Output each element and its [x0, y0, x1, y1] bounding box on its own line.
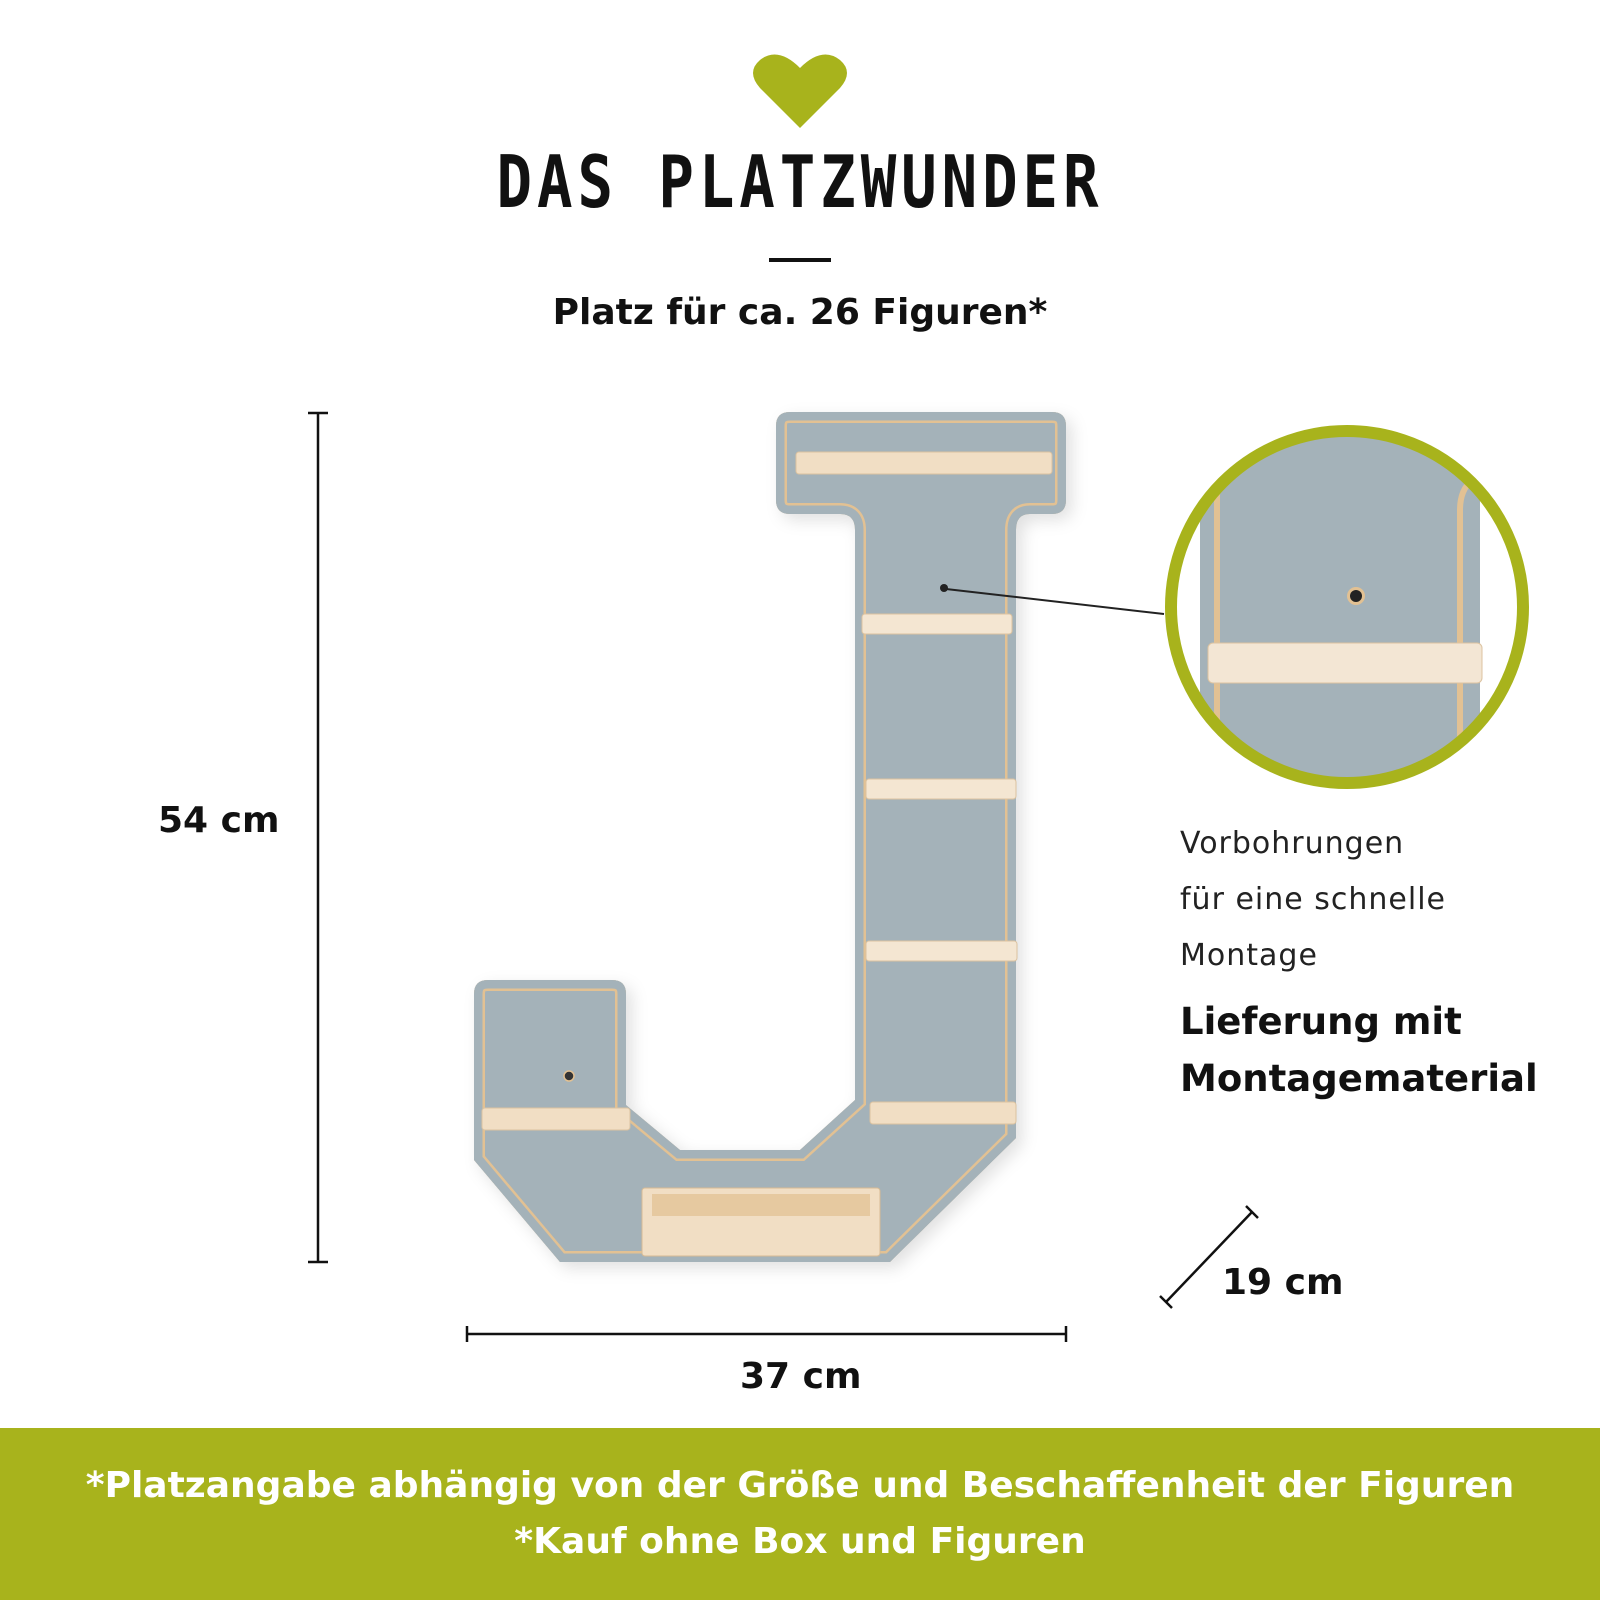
- shelf-board: [861, 613, 1013, 635]
- heart-icon: [753, 54, 847, 128]
- drill-hole: [940, 584, 948, 592]
- drill-hole: [563, 1070, 575, 1082]
- footer-disclaimer: *Platzangabe abhängig von der Größe und …: [85, 1465, 1515, 1506]
- callout-text-line: für eine schnelle: [1180, 882, 1446, 917]
- width-dimension-line: [465, 1326, 1068, 1342]
- shelf-board: [865, 940, 1018, 962]
- capacity-subtitle: Platz für ca. 26 Figuren*: [552, 292, 1048, 333]
- callout-text-line: Vorbohrungen: [1180, 826, 1405, 861]
- callout-line: [945, 588, 1165, 615]
- depth-label: 19 cm: [1222, 1262, 1344, 1303]
- detail-magnifier: [1165, 425, 1529, 789]
- title-divider: [769, 258, 831, 262]
- height-label: 54 cm: [158, 800, 280, 841]
- shelf-board: [795, 451, 1053, 475]
- shelf-board: [869, 1101, 1017, 1125]
- delivery-note-line: Lieferung mit: [1180, 1000, 1462, 1043]
- shelf-board: [481, 1107, 631, 1131]
- width-label: 37 cm: [740, 1356, 862, 1397]
- j-shelf: [474, 412, 1066, 1262]
- footer-banner: *Platzangabe abhängig von der Größe und …: [0, 1428, 1600, 1600]
- page-title: DAS PLATZWUNDER: [496, 140, 1104, 224]
- footer-disclaimer: *Kauf ohne Box und Figuren: [514, 1521, 1086, 1562]
- callout-text-line: Montage: [1180, 938, 1318, 973]
- delivery-note-line: Montagematerial: [1180, 1057, 1538, 1100]
- depth-dimension-line: [1159, 1205, 1259, 1309]
- shelf-board: [865, 778, 1017, 800]
- height-dimension-line: [308, 411, 328, 1264]
